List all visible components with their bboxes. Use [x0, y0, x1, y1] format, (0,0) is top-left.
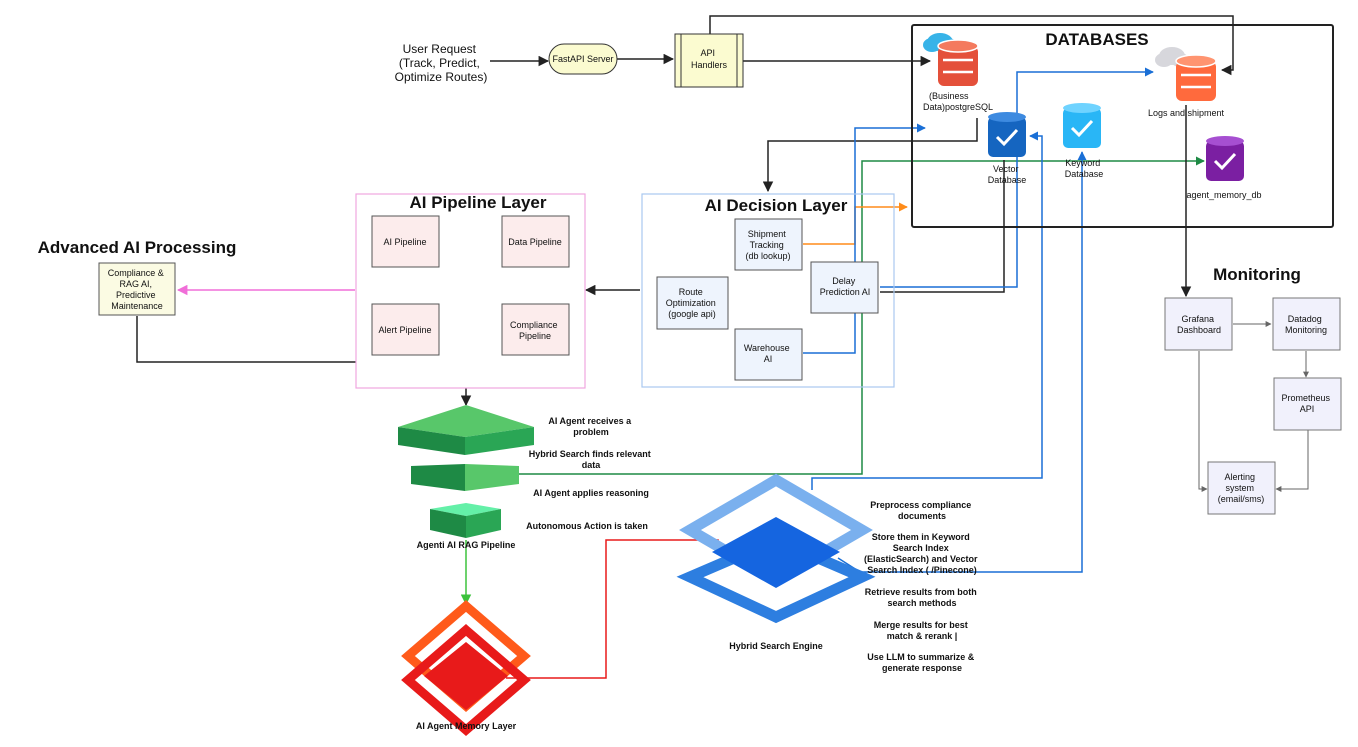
svg-text:Alerting system (e: Alerting system (email/sms) — [1218, 472, 1265, 504]
rag-pipeline-label: Agenti AI RAG Pipeline — [417, 540, 516, 550]
warehouse-ai-box[interactable]: Warehouse AI — [734, 328, 803, 381]
compliance-rag-box[interactable]: Compliance & RAG AI, Predictive Maintena… — [98, 262, 176, 316]
api-handlers-node[interactable]: API Handlers — [674, 33, 744, 88]
rag-step-1: AI Agent receives a problem — [548, 416, 633, 437]
advanced-title: Advanced AI Processing — [38, 238, 237, 257]
user-request-label: User Request (Track, Predict, Optimize R… — [395, 42, 488, 84]
hybrid-note-1: Preprocess compliance documents — [870, 500, 974, 521]
checkmark-database-icon — [1206, 136, 1244, 181]
svg-text:Alert Pipeline: Alert Pipeline — [378, 325, 431, 335]
svg-text:Compliance Pipeline: Compliance Pipeline — [510, 320, 560, 341]
delay-prediction-box[interactable]: Delay Prediction AI — [810, 261, 879, 314]
agent-memory-db[interactable]: agent_memory_db — [1186, 136, 1262, 200]
pipeline-layer-title: AI Pipeline Layer — [410, 193, 547, 212]
memory-layer-label: AI Agent Memory Layer — [416, 721, 517, 731]
svg-text:Grafana Dashboard: Grafana Dashboard — [1177, 314, 1221, 335]
svg-text:Data Pipeline: Data Pipeline — [508, 237, 562, 247]
svg-text:agent_memory_db: agent_memory_db — [1186, 190, 1261, 200]
svg-text:Route Optimization: Route Optimization (google api) — [666, 287, 719, 319]
hybrid-note-5: Use LLM to summarize & generate response — [867, 652, 977, 673]
datadog-monitoring-box[interactable]: Datadog Monitoring — [1272, 297, 1341, 351]
arrow-hybrid-to-keyword — [837, 151, 1087, 573]
hybrid-note-4: Merge results for best match & rerank | — [874, 620, 971, 641]
pyramid-tier-1-top — [398, 405, 534, 437]
memory-layer-icon — [401, 600, 531, 736]
svg-text:Warehouse AI: Warehouse AI — [744, 343, 792, 364]
monitoring-title: Monitoring — [1213, 265, 1301, 284]
alert-pipeline-box[interactable]: Alert Pipeline — [371, 303, 440, 356]
svg-text:Prometheus API: Prometheus API — [1281, 393, 1332, 414]
arrow-delay-to-logs — [880, 67, 1154, 288]
checkmark-database-icon — [1063, 103, 1101, 148]
connectors — [136, 15, 1309, 679]
decision-layer: AI Decision Layer — [641, 193, 895, 388]
rag-pyramid — [398, 405, 534, 538]
prometheus-api-box[interactable]: Prometheus API — [1273, 377, 1342, 431]
data-pipeline-box[interactable]: Data Pipeline — [501, 215, 570, 268]
svg-text:Logs and shipment: Logs and shipment — [1148, 108, 1225, 118]
alerting-system-box[interactable]: Alerting system (email/sms) — [1207, 461, 1276, 515]
pyramid-tier-2 — [411, 464, 465, 491]
fastapi-server-node[interactable]: FastAPI Server — [548, 43, 618, 75]
vector-db[interactable]: Vector Database — [988, 112, 1027, 185]
svg-text:Vector Database: Vector Database — [988, 164, 1027, 185]
svg-text:Delay Prediction AI: Delay Prediction AI — [820, 276, 871, 297]
svg-text:AI Pipeline: AI Pipeline — [383, 237, 426, 247]
arrow-memory-to-hybrid — [506, 539, 723, 679]
keyword-db[interactable]: Keyword Database — [1063, 103, 1103, 179]
arrow-prometheus-to-alerting — [1275, 430, 1309, 492]
database-icon — [1175, 54, 1217, 101]
postgres-db[interactable]: (Business Data)postgreSQL — [923, 33, 993, 112]
arrow-delay-to-vector — [880, 160, 1005, 293]
hybrid-search-icon — [676, 473, 876, 624]
rag-step-2: Hybrid Search finds relevant data — [529, 449, 654, 470]
arrow-hybrid-to-vector — [811, 131, 1043, 490]
svg-text:(Business Data)postgreSQ: (Business Data)postgreSQL — [923, 91, 993, 112]
checkmark-database-icon — [988, 112, 1026, 157]
arrow-rag-to-agent-memory — [495, 156, 1205, 475]
databases-title: DATABASES — [1045, 30, 1148, 49]
grafana-dashboard-box[interactable]: Grafana Dashboard — [1164, 297, 1233, 351]
svg-text:FastAPI Server: FastAPI Server — [552, 54, 613, 64]
rag-step-4: Autonomous Action is taken — [526, 521, 648, 531]
hybrid-note-3: Retrieve results from both search method… — [865, 587, 980, 608]
arrow-postgres-to-decision — [762, 118, 978, 193]
route-optimization-box[interactable]: Route Optimization (google api) — [656, 276, 729, 330]
hybrid-search-label: Hybrid Search Engine — [729, 641, 823, 651]
arrow-handlers-to-logs — [709, 15, 1234, 76]
compliance-pipeline-box[interactable]: Compliance Pipeline — [501, 303, 570, 356]
decision-layer-title: AI Decision Layer — [705, 196, 848, 215]
ai-pipeline-box[interactable]: AI Pipeline — [371, 215, 440, 268]
arrow-warehouse-to-postgres — [803, 123, 926, 354]
hybrid-note-2: Store them in Keyword Search Index (Elas… — [864, 532, 980, 575]
shipment-tracking-box[interactable]: Shipment Tracking (db lookup) — [734, 218, 803, 271]
database-icon — [937, 39, 979, 86]
svg-text:API Handlers: API Handlers — [691, 48, 728, 70]
databases-container: DATABASES — [911, 24, 1334, 228]
svg-text:Keyword Database: Keyword Database — [1065, 158, 1104, 179]
logs-shipment-db[interactable]: Logs and shipment — [1148, 47, 1225, 118]
svg-text:Shipment Tracking: Shipment Tracking (db lookup) — [745, 229, 790, 261]
rag-step-3: AI Agent applies reasoning — [533, 488, 649, 498]
svg-text:Compliance & RAG AI,: Compliance & RAG AI, Predictive Maintena… — [108, 268, 167, 311]
arrow-grafana-to-alerting — [1198, 351, 1208, 492]
pyramid-tier-3 — [430, 503, 501, 516]
svg-text:Datadog Monitoring: Datadog Monitoring — [1285, 314, 1327, 335]
